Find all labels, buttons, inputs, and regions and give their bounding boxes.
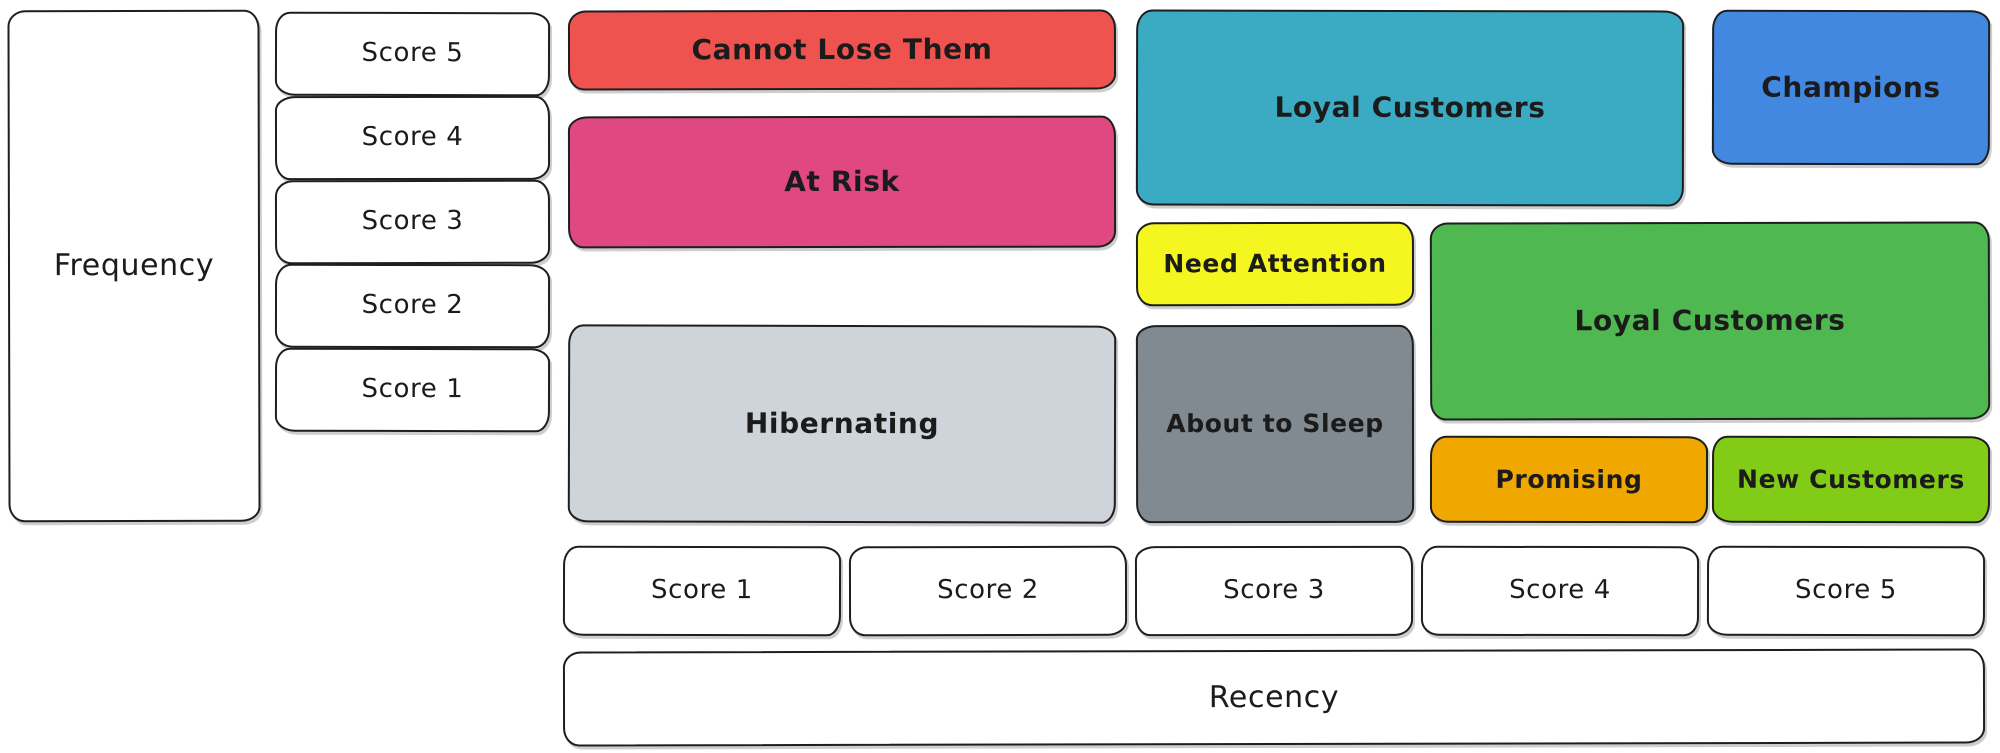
- recency-score-1-label: Score 1: [651, 575, 753, 606]
- recency-score-2-label: Score 2: [937, 575, 1039, 606]
- segment-about-to-sleep[interactable]: About to Sleep: [1135, 324, 1415, 524]
- frequency-score-2: Score 2: [274, 263, 551, 349]
- segment-cannot-lose-them-label: Cannot Lose Them: [691, 32, 993, 67]
- segment-need-attention[interactable]: Need Attention: [1135, 221, 1415, 307]
- frequency-score-5-label: Score 5: [361, 38, 464, 69]
- segment-promising-label: Promising: [1495, 464, 1643, 494]
- frequency-score-2-label: Score 2: [361, 290, 464, 321]
- segment-at-risk-label: At Risk: [784, 165, 900, 199]
- segment-loyal-customers-green[interactable]: Loyal Customers: [1429, 221, 1991, 421]
- frequency-score-4: Score 4: [274, 95, 551, 181]
- segment-new-customers[interactable]: New Customers: [1711, 435, 1991, 524]
- frequency-score-5: Score 5: [274, 11, 551, 97]
- recency-score-2: Score 2: [848, 545, 1128, 637]
- segment-champions-label: Champions: [1761, 70, 1941, 104]
- frequency-axis-label: Frequency: [7, 9, 261, 523]
- recency-score-3-label: Score 3: [1223, 575, 1325, 606]
- recency-axis-label: Recency: [562, 648, 1986, 747]
- recency-score-4-label: Score 4: [1509, 575, 1611, 606]
- recency-score-5-label: Score 5: [1795, 575, 1897, 606]
- segment-need-attention-label: Need Attention: [1163, 248, 1387, 279]
- segment-cannot-lose-them[interactable]: Cannot Lose Them: [567, 9, 1117, 91]
- segment-new-customers-label: New Customers: [1737, 464, 1965, 494]
- recency-axis-label-text: Recency: [1208, 679, 1340, 715]
- recency-score-1: Score 1: [562, 545, 842, 637]
- frequency-score-1-label: Score 1: [361, 374, 464, 405]
- recency-score-5: Score 5: [1706, 545, 1986, 637]
- frequency-axis-label-text: Frequency: [53, 247, 215, 284]
- segment-promising[interactable]: Promising: [1429, 435, 1709, 524]
- segment-at-risk[interactable]: At Risk: [567, 115, 1117, 249]
- segment-loyal-customers-teal-label: Loyal Customers: [1274, 90, 1546, 125]
- frequency-score-1: Score 1: [274, 347, 551, 433]
- segment-champions[interactable]: Champions: [1711, 9, 1991, 166]
- frequency-score-3: Score 3: [274, 179, 551, 265]
- segment-about-to-sleep-label: About to Sleep: [1166, 408, 1384, 439]
- segment-loyal-customers-teal[interactable]: Loyal Customers: [1135, 9, 1685, 207]
- recency-score-4: Score 4: [1420, 545, 1700, 637]
- segment-hibernating-label: Hibernating: [744, 406, 940, 441]
- frequency-score-3-label: Score 3: [361, 206, 464, 237]
- recency-score-3: Score 3: [1134, 545, 1414, 637]
- frequency-score-4-label: Score 4: [361, 122, 464, 153]
- segment-loyal-customers-green-label: Loyal Customers: [1574, 303, 1846, 338]
- segment-hibernating[interactable]: Hibernating: [567, 324, 1117, 524]
